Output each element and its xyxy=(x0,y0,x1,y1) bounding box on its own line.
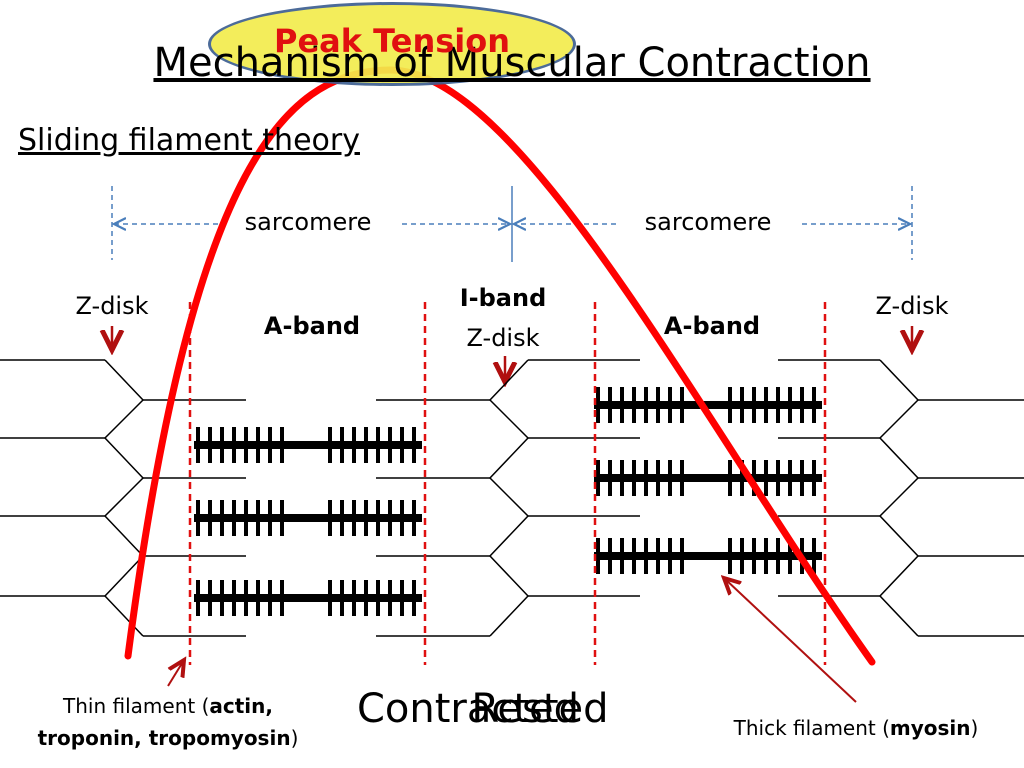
thick-filaments-contracted xyxy=(194,427,422,616)
z-disk-label-right: Z-disk xyxy=(875,292,949,320)
sarcomere-label-right: sarcomere xyxy=(644,208,772,236)
z-disk-arrows xyxy=(112,326,912,382)
thin-filament-suffix: ) xyxy=(290,726,299,750)
thin-filament-bold-2: troponin, tropomyosin xyxy=(37,726,291,750)
thick-filament-caption: Thick filament (myosin) xyxy=(734,712,979,744)
filament-pointer-arrows xyxy=(167,578,857,703)
slide-subtitle: Sliding filament theory xyxy=(18,123,360,158)
thick-filament-suffix: ) xyxy=(970,716,979,740)
thick-filament-bold: myosin xyxy=(889,716,971,740)
thick-filament-prefix: Thick filament ( xyxy=(733,716,890,740)
state-label-contracted: Contracted xyxy=(356,686,580,732)
a-band-label-left: A-band xyxy=(263,312,361,340)
thin-filament-prefix: Thin filament ( xyxy=(63,694,210,718)
z-disk-label-left: Z-disk xyxy=(75,292,149,320)
sarcomere-dimension-lines xyxy=(111,186,913,262)
thin-filament-bold-1: actin, xyxy=(209,694,273,718)
thick-filaments-rested xyxy=(594,387,822,574)
peak-tension-ellipse xyxy=(208,2,576,86)
sarcomere-label-left: sarcomere xyxy=(244,208,372,236)
a-band-boundaries xyxy=(188,302,827,665)
i-band-label: I-band xyxy=(459,284,547,312)
thin-filaments xyxy=(0,359,1024,637)
peak-tension-label: Peak Tension xyxy=(273,22,511,60)
slide-title: Mechanism of Muscular Contraction xyxy=(153,40,871,86)
a-band-label-right: A-band xyxy=(663,312,761,340)
z-disk-label-middle: Z-disk xyxy=(466,324,540,352)
thin-filament-caption: Thin filament (actin, troponin, tropomyo… xyxy=(3,690,333,754)
tension-curve xyxy=(124,66,876,666)
state-label-rested: Rested xyxy=(471,686,609,732)
